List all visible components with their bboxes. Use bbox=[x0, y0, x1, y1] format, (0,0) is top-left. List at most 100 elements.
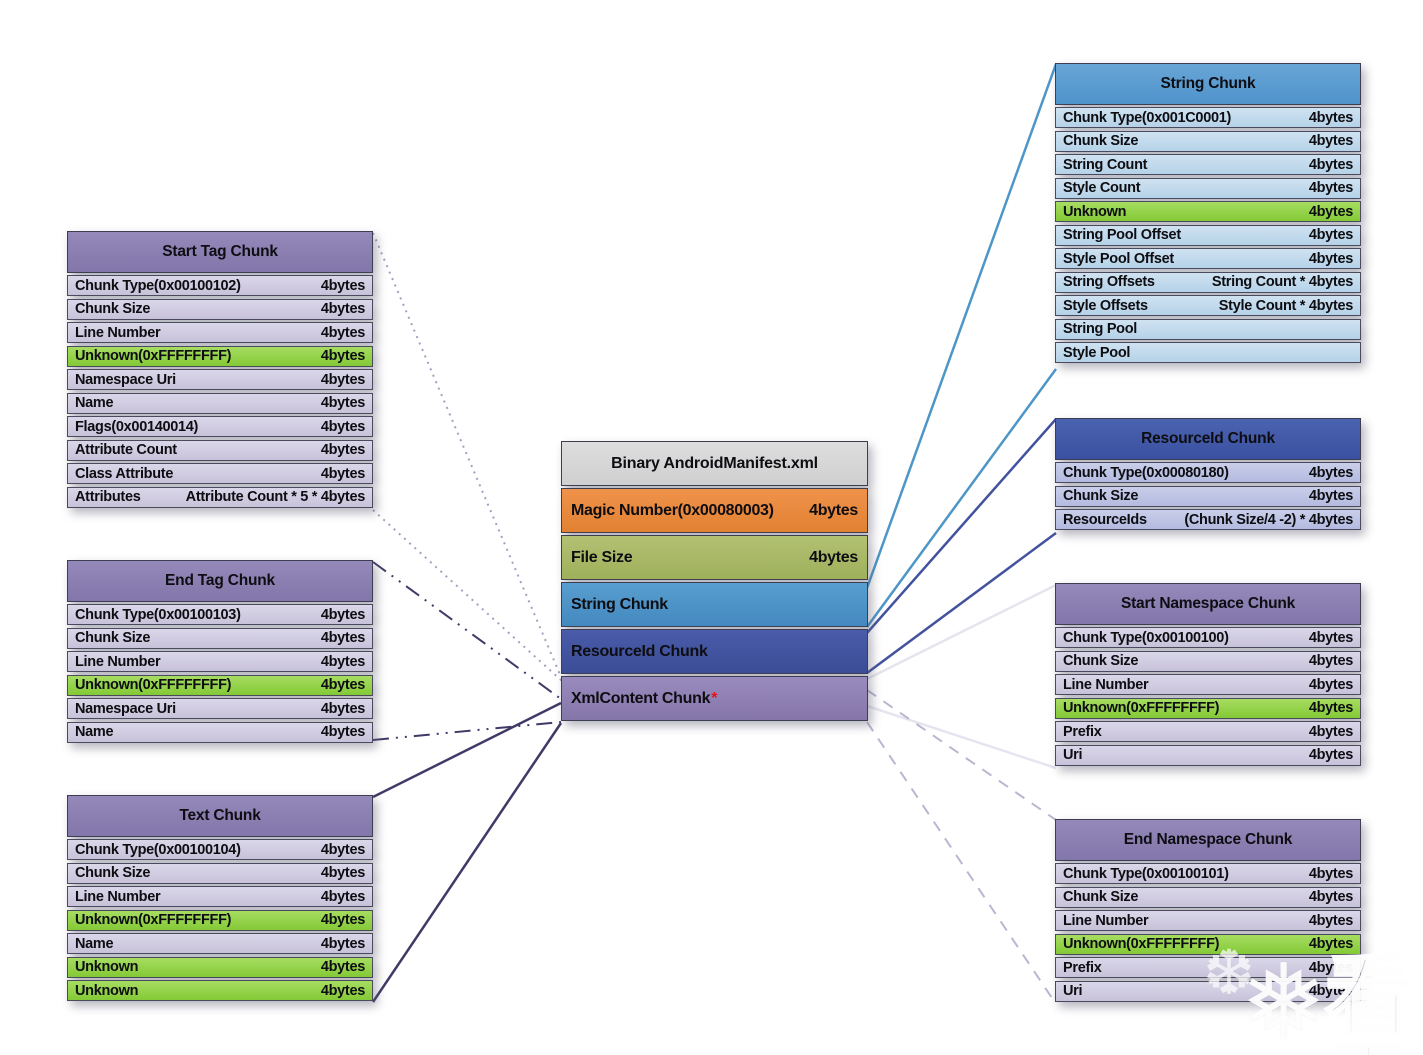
table-row: Chunk Size 4bytes bbox=[67, 862, 373, 884]
field-name: Unknown(0xFFFFFFFF) bbox=[75, 912, 232, 928]
field-size: 4bytes bbox=[1308, 227, 1353, 243]
field-size: String Count * 4bytes bbox=[1211, 274, 1353, 290]
field-name: Flags(0x00140014) bbox=[75, 418, 199, 435]
table-row: String Chunk bbox=[561, 582, 868, 627]
field-size: 4bytes bbox=[320, 606, 365, 623]
connector-end-tag-bottom bbox=[372, 721, 562, 741]
connector-start-ns-bottom bbox=[866, 704, 1057, 770]
connector-text-top bbox=[372, 701, 562, 799]
field-size: 4bytes bbox=[1308, 629, 1353, 646]
field-size: 4bytes bbox=[1308, 723, 1353, 740]
field-size: 4bytes bbox=[1308, 912, 1353, 929]
field-name: Uri bbox=[1063, 983, 1083, 999]
field-size: 4bytes bbox=[320, 371, 365, 388]
connector-start-tag-bottom bbox=[372, 509, 563, 682]
table-row: XmlContent Chunk* bbox=[561, 676, 868, 721]
field-size: 4bytes bbox=[320, 888, 365, 905]
field-size: 4bytes bbox=[1308, 203, 1353, 220]
table-row: Unknown(0xFFFFFFFF)4bytes bbox=[1055, 933, 1361, 955]
table-row: Chunk Type(0x00080180) 4bytes bbox=[1055, 462, 1361, 483]
field-size: 4bytes bbox=[1308, 464, 1353, 481]
field-name: Prefix bbox=[1063, 723, 1102, 740]
field-size: 4bytes bbox=[1308, 747, 1353, 763]
field-name: ResourceId Chunk bbox=[571, 642, 708, 660]
table-row: Chunk Type(0x00100104)4bytes bbox=[67, 839, 373, 860]
field-name: Name bbox=[75, 935, 114, 952]
field-name: Prefix bbox=[1063, 959, 1102, 976]
table-row: Prefix 4bytes bbox=[1055, 721, 1361, 742]
table-row: Chunk Type(0x001C0001)4bytes bbox=[1055, 107, 1361, 128]
field-size: 4bytes bbox=[320, 700, 365, 717]
field-name: Unknown bbox=[75, 982, 139, 999]
field-name: Unknown(0xFFFFFFFF) bbox=[1063, 936, 1220, 952]
field-size: (Chunk Size/4 -2) * 4bytes bbox=[1184, 511, 1353, 528]
field-size: 4bytes bbox=[1308, 133, 1353, 149]
field-size: 4bytes bbox=[809, 548, 858, 566]
field-name: String Chunk bbox=[571, 595, 668, 613]
connector-start-tag-top bbox=[372, 232, 562, 678]
field-name: Style Count bbox=[1063, 180, 1141, 196]
field-size: 4bytes bbox=[320, 324, 365, 341]
field-name: Chunk Size bbox=[75, 865, 151, 881]
field-size: Style Count * 4bytes bbox=[1218, 297, 1354, 314]
field-name: Uri bbox=[1063, 747, 1083, 763]
field-size: 4bytes bbox=[320, 418, 365, 435]
table-row: Unknown(0xFFFFFFFF)4bytes bbox=[1055, 697, 1361, 719]
table-row: Chunk Type(0x00100103)4bytes bbox=[67, 604, 373, 625]
table-title: Start Tag Chunk bbox=[67, 231, 373, 273]
table-row: String Pool bbox=[1055, 318, 1361, 340]
table-row: Style Pool bbox=[1055, 342, 1361, 363]
table-title: Text Chunk bbox=[67, 795, 373, 837]
field-size: 4bytes bbox=[1308, 983, 1353, 999]
field-name: Style Pool Offset bbox=[1063, 250, 1174, 267]
table-row: ResourceId Chunk bbox=[561, 629, 868, 674]
field-name: Namespace Uri bbox=[75, 700, 176, 717]
field-size: 4bytes bbox=[320, 841, 365, 858]
field-name: Line Number bbox=[75, 888, 161, 905]
field-name: Chunk Type(0x00100102) bbox=[75, 277, 241, 294]
table-row: ResourceIds(Chunk Size/4 -2) * 4bytes bbox=[1055, 509, 1361, 530]
field-size: 4bytes bbox=[1308, 676, 1353, 693]
required-marker: * bbox=[711, 689, 718, 707]
table-title: ResourceId Chunk bbox=[1055, 418, 1361, 460]
table-row: Line Number 4bytes bbox=[67, 886, 373, 907]
field-size: 4bytes bbox=[320, 865, 365, 881]
table-title: End Tag Chunk bbox=[67, 560, 373, 602]
field-name: Attribute Count bbox=[75, 442, 177, 458]
field-name: Namespace Uri bbox=[75, 371, 176, 388]
field-name: Chunk Type(0x001C0001) bbox=[1063, 109, 1232, 126]
field-name: Chunk Type(0x00080180) bbox=[1063, 464, 1229, 481]
field-size: 4bytes bbox=[320, 348, 365, 364]
field-size: 4bytes bbox=[320, 653, 365, 670]
field-name: Line Number bbox=[75, 653, 161, 670]
field-name: Class Attribute bbox=[75, 465, 174, 482]
field-size: 4bytes bbox=[1308, 180, 1353, 196]
field-name: Line Number bbox=[75, 324, 161, 341]
field-size: 4bytes bbox=[320, 630, 365, 646]
field-name: Unknown bbox=[75, 959, 139, 975]
field-name: Chunk Type(0x00100100) bbox=[1063, 629, 1229, 646]
field-size: 4bytes bbox=[809, 501, 858, 519]
field-name: String Pool bbox=[1063, 321, 1138, 337]
field-size: 4bytes bbox=[1308, 488, 1353, 504]
field-name: Chunk Size bbox=[1063, 889, 1139, 905]
